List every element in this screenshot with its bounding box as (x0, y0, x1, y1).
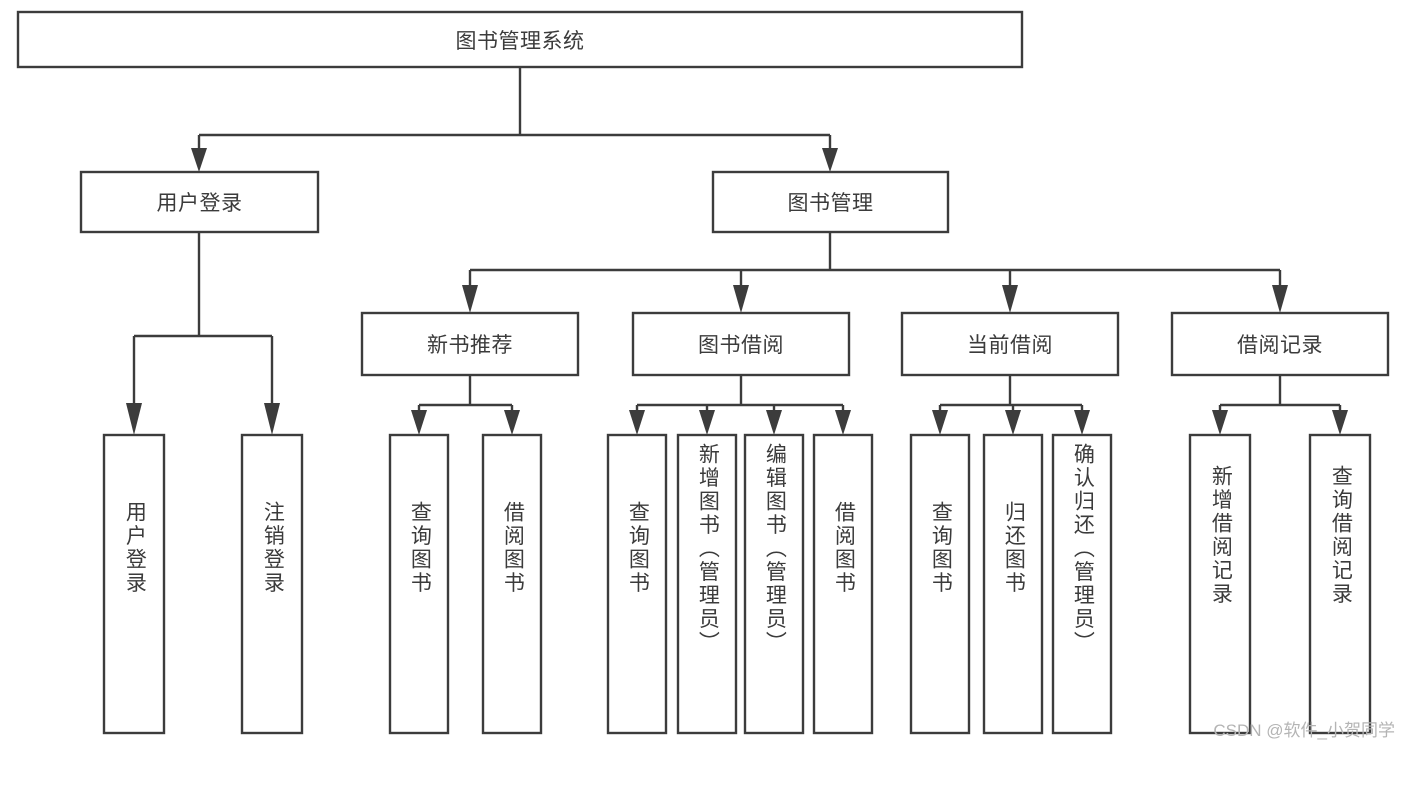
arrow-head-new-book-recommend (462, 285, 478, 313)
node-box-root[interactable] (16, 10, 1024, 69)
node-box-leaf-add-book-admin[interactable] (676, 433, 738, 735)
node-box-leaf-query-book-3[interactable] (909, 433, 971, 735)
node-box-leaf-query-book-2[interactable] (606, 433, 668, 735)
node-box-leaf-logout[interactable] (240, 433, 304, 735)
connector-group-root-to-level1 (191, 67, 838, 172)
arrow-head-leaf-confirm-return-admin (1074, 410, 1090, 435)
connector-group-userlogin-to-leaves (126, 232, 280, 435)
arrow-head-current-borrow (1002, 285, 1018, 313)
node-box-book-management[interactable] (711, 170, 950, 234)
diagram-canvas: 图书管理系统 用户登录 图书管理 新书推荐 图书借阅 当前借阅 借阅记录 用户登… (16, 10, 1395, 740)
arrow-head-book-borrow (733, 285, 749, 313)
node-box-leaf-query-borrow-record[interactable] (1308, 433, 1372, 735)
node-box-leaf-borrow-book-1[interactable] (481, 433, 543, 735)
arrow-head-bookmgmt (822, 148, 838, 172)
connector-group-newbook-to-leaves (411, 375, 520, 435)
flowchart-svg (16, 10, 1390, 735)
node-box-leaf-confirm-return-admin[interactable] (1051, 433, 1113, 735)
node-box-leaf-edit-book-admin[interactable] (743, 433, 805, 735)
arrow-head-leaf-return-book (1005, 410, 1021, 435)
connector-group-currentborrow-to-leaves (932, 375, 1090, 435)
arrow-head-leaf-user-login (126, 403, 142, 435)
node-box-user-login[interactable] (79, 170, 320, 234)
node-box-new-book-recommend[interactable] (360, 311, 580, 377)
arrow-head-leaf-query-book-2 (629, 410, 645, 435)
connector-group-bookborrow-to-leaves (629, 375, 851, 435)
node-box-leaf-borrow-book-2[interactable] (812, 433, 874, 735)
node-box-leaf-return-book[interactable] (982, 433, 1044, 735)
node-box-book-borrow[interactable] (631, 311, 851, 377)
arrow-head-leaf-borrow-book-1 (504, 410, 520, 435)
node-box-current-borrow[interactable] (900, 311, 1120, 377)
node-box-leaf-add-borrow-record[interactable] (1188, 433, 1252, 735)
arrow-head-leaf-borrow-book-2 (835, 410, 851, 435)
arrow-head-borrow-record (1272, 285, 1288, 313)
arrow-head-leaf-query-book-1 (411, 410, 427, 435)
arrow-head-userlogin (191, 148, 207, 172)
arrow-head-leaf-logout (264, 403, 280, 435)
arrow-head-leaf-add-borrow-record (1212, 410, 1228, 435)
node-box-leaf-user-login[interactable] (102, 433, 166, 735)
arrow-head-leaf-query-book-3 (932, 410, 948, 435)
node-box-borrow-record[interactable] (1170, 311, 1390, 377)
connector-group-borrowrecord-to-leaves (1212, 375, 1348, 435)
arrow-head-leaf-edit-book-admin (766, 410, 782, 435)
arrow-head-leaf-add-book-admin (699, 410, 715, 435)
arrow-head-leaf-query-borrow-record (1332, 410, 1348, 435)
connector-group-bookmgmt-to-level2 (462, 232, 1288, 313)
node-box-leaf-query-book-1[interactable] (388, 433, 450, 735)
